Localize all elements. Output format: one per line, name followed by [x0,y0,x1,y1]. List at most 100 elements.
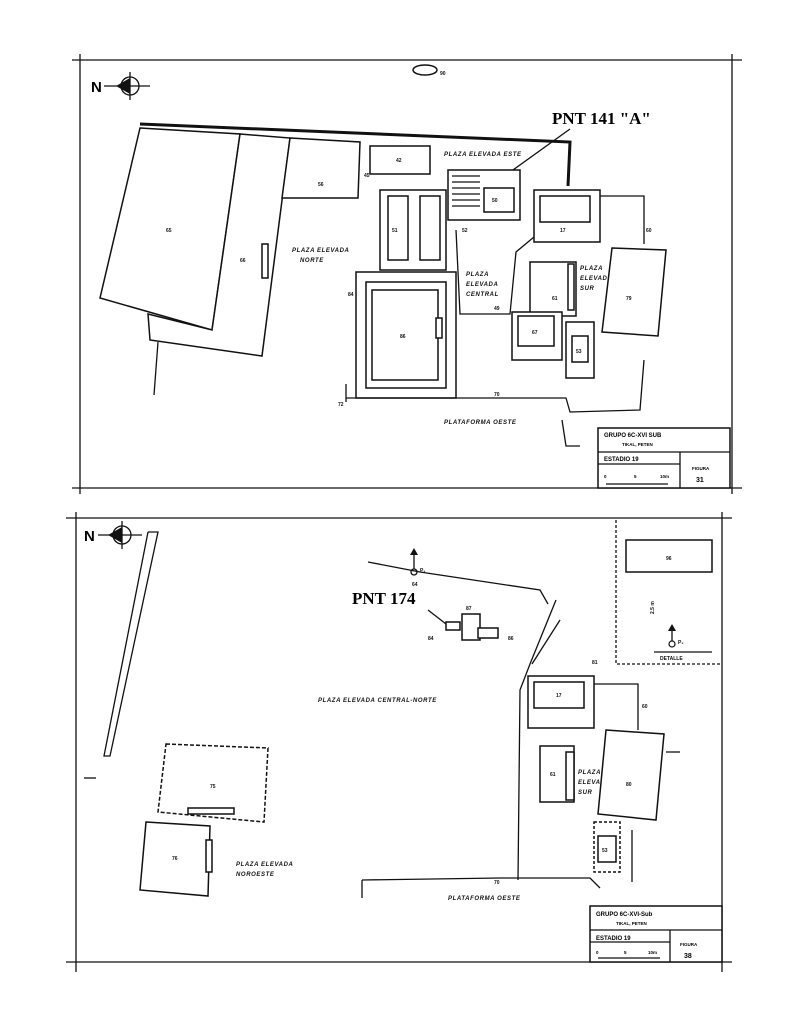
structure-51-east [419,195,441,261]
tb-figure-number-2: 38 [684,953,692,960]
north-label: N [91,79,102,96]
structure-61-stair-2 [565,751,575,801]
structure-75 [157,743,269,823]
structure-60-label-2: 60 [642,704,648,710]
structure-61-stair [567,263,575,311]
structure-96-label: 96 [666,556,672,562]
plaza-central-3: CENTRAL [466,292,499,298]
structure-79-label: 79 [626,296,632,302]
structure-56 [281,137,361,199]
plaza-sur-b-3: SUR [578,790,593,796]
structure-17 [539,195,591,223]
structure-86-stair [435,317,443,339]
structure-90-label: 90 [440,71,446,77]
structure-61-label-2: 61 [550,772,556,778]
tb-site: TIKAL, PETEN [622,442,653,447]
plaza-sur-1: PLAZA [580,266,603,272]
structure-42-label: 42 [396,158,402,164]
structure-65-label: 65 [166,228,172,234]
plaza-sur-2: ELEVADA [580,276,612,282]
structure-67-label: 67 [532,330,538,336]
plaza-sur-b-2: ELEVADA [578,780,610,786]
tb-scale-0-2: 0 [596,950,599,955]
structure-76-stair [205,839,213,873]
structure-84-label: 84 [348,292,354,298]
structure-52-label: 52 [462,228,468,234]
north-arrow-top: N [91,72,150,100]
central-wall [455,229,541,315]
top-site-plan: N 90 65 66 56 42 45 PLAZA ELEVADA ESTE P… [72,54,742,494]
stair-66 [261,243,269,279]
title-block-top: GRUPO 6C-XVI SUB TIKAL, PETEN ESTADIO 19… [597,427,731,489]
tb-scale-5: 5 [634,474,637,479]
plaza-central-norte: PLAZA ELEVADA CENTRAL-NORTE [318,698,437,704]
structure-80-label: 80 [626,782,632,788]
structure-50-label: 50 [492,198,498,204]
p2-label: P₂ [678,640,684,646]
structure-49-label: 49 [494,306,500,312]
pnt-141-a-label: PNT 141 "A" [552,109,651,128]
structure-72-label: 72 [338,402,344,408]
plaza-noroeste-2: NOROESTE [236,872,275,878]
structure-50-room [483,187,515,213]
tb-group: GRUPO 6C-XVI SUB [604,433,662,439]
structure-17-label-2: 17 [556,693,562,699]
tb-site-2: TIKAL, PETEN [616,921,647,926]
detail-label: DETALLE [660,656,683,662]
structure-86-label: 86 [400,334,406,340]
tb-stage-2: ESTADIO 19 [596,936,631,942]
plataforma-oeste-2: PLATAFORMA OESTE [448,896,521,902]
structure-67 [517,315,555,347]
plaza-elevada-norte-1: PLAZA ELEVADA [292,248,349,254]
north-label-2: N [84,528,95,545]
tb-scale-0: 0 [604,474,607,479]
structure-96 [625,539,713,573]
tb-scale-10-2: 10m [648,950,657,955]
structure-79 [601,247,667,337]
plaza-elevada-norte-2: NORTE [300,258,324,264]
structure-87-label: 87 [466,606,472,612]
tb-group-2: GRUPO 6C-XVI-Sub [596,912,653,918]
structure-90 [412,64,438,76]
south-wall-2 [361,877,601,889]
structure-56-label: 56 [318,182,324,188]
north-line [367,561,549,605]
structure-53-inner [571,335,589,363]
sw-wall [561,419,580,447]
plaza-sur-3: SUR [580,286,595,292]
north-arrow-bottom: N [84,521,142,549]
bottom-site-plan: N P₁ 64 PNT 174 87 84 86 96 [66,512,732,972]
structure-51-west [387,195,409,261]
structure-53-label-2: 53 [602,848,608,854]
tb-figure-number: 31 [696,477,704,484]
structure-42 [369,145,431,175]
plaza-central-1: PLAZA [466,272,489,278]
structure-51-label: 51 [392,228,398,234]
p1-label: P₁ [420,568,425,574]
structure-60-label: 60 [646,228,652,234]
wall-66 [153,341,159,396]
structure-75-stair [187,807,235,815]
plaza-central-2: ELEVADA [466,282,498,288]
structure-50-hatch [452,175,480,207]
structure-66-label: 66 [240,258,246,264]
plaza-elevada-este: PLAZA ELEVADA ESTE [444,152,522,158]
structure-81-label: 81 [592,660,598,666]
title-block-bottom: GRUPO 6C-XVI-Sub TIKAL, PETEN ESTADIO 19… [589,905,723,963]
detail-inset: 96 P₂ 2.5 m DETALLE [615,520,722,665]
plataforma-oeste: PLATAFORMA OESTE [444,420,517,426]
tb-scale-10: 10m [660,474,669,479]
plaza-noroeste-1: PLAZA ELEVADA [236,862,293,868]
structure-45-label: 45 [364,173,370,179]
structure-64-label: 64 [412,582,418,588]
structure-84-label-2: 84 [428,636,434,642]
north-wall [139,122,572,187]
structure-76-label: 76 [172,856,178,862]
structure-53-inner-2 [597,835,617,863]
east-wall-17-2 [594,683,639,730]
south-wall [346,359,645,413]
structure-86-inner [371,289,439,381]
structure-87-complex [445,613,499,641]
west-wall [103,531,159,757]
